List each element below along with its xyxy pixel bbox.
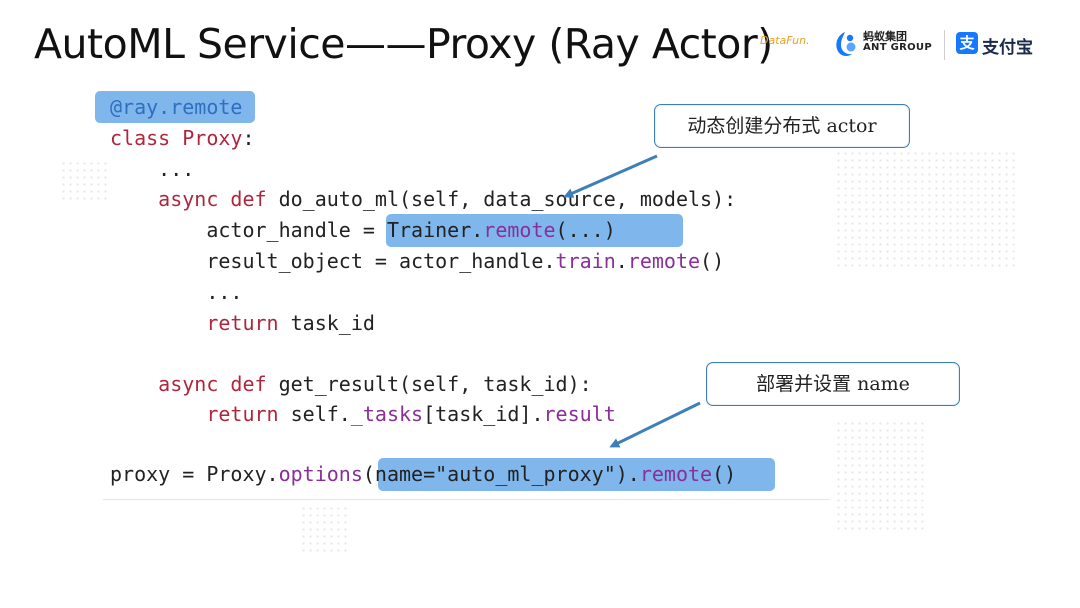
highlight-options-call xyxy=(378,458,775,491)
slide-title: AutoML Service——Proxy (Ray Actor) xyxy=(34,20,773,68)
code-token: options xyxy=(278,462,363,486)
code-token: remote xyxy=(627,249,701,273)
background-dots-right xyxy=(835,150,1015,270)
code-token: task_id xyxy=(278,311,375,335)
code-token: remote xyxy=(483,218,556,242)
arrow-to-options-call xyxy=(609,401,701,448)
ant-group-cn: 蚂蚁集团 xyxy=(863,30,907,43)
code-line: proxy = Proxy.options(name="auto_ml_prox… xyxy=(110,461,736,487)
ant-group-en: ANT GROUP xyxy=(863,42,932,53)
arrow-to-data-source xyxy=(563,154,658,198)
code-line: return self._tasks[task_id].result xyxy=(110,401,616,427)
code-token: result xyxy=(543,402,616,426)
code-token: return xyxy=(206,402,279,426)
code-token: Proxy xyxy=(182,126,243,150)
ant-group-icon xyxy=(836,32,856,57)
code-token: (...) xyxy=(555,218,616,242)
code-line: async def get_result(self, task_id): xyxy=(110,371,592,397)
code-line: @ray.remote xyxy=(110,94,242,120)
code-token: _tasks xyxy=(350,402,424,426)
code-line: return task_id xyxy=(110,310,375,336)
highlight-trainer-remote xyxy=(386,214,683,247)
background-dots-left xyxy=(60,160,110,200)
code-token: () xyxy=(700,249,725,273)
logo-divider xyxy=(944,30,945,60)
code-token: actor_handle = Trainer. xyxy=(110,218,484,242)
code-line: ... xyxy=(110,156,194,182)
logo-bar: DataFun. 蚂蚁集团 ANT GROUP 支 支付宝 xyxy=(760,26,1050,66)
code-token: @ray. xyxy=(110,95,171,119)
code-token: get_result(self, task_id): xyxy=(266,372,592,396)
code-token: remote xyxy=(170,95,243,119)
code-token: result_object = actor_handle. xyxy=(110,249,556,273)
datafun-logo: DataFun. xyxy=(760,34,810,47)
alipay-text: 支付宝 xyxy=(982,38,1033,58)
highlight-decorator xyxy=(95,91,255,123)
code-token: class xyxy=(110,126,183,150)
code-token: remote xyxy=(639,462,713,486)
code-line: async def do_auto_ml(self, data_source, … xyxy=(110,186,736,212)
code-line: actor_handle = Trainer.remote(...) xyxy=(110,217,616,243)
code-bottom-rule xyxy=(103,499,830,500)
code-line: class Proxy: xyxy=(110,125,255,151)
alipay-icon: 支 xyxy=(956,32,978,54)
code-token: () xyxy=(712,462,737,486)
code-token: async def xyxy=(158,372,267,396)
code-token: . xyxy=(615,249,628,273)
code-line: result_object = actor_handle.train.remot… xyxy=(110,248,724,274)
code-token: ... xyxy=(110,280,243,304)
code-token: async def xyxy=(158,187,267,211)
code-token: (name="auto_ml_proxy"). xyxy=(362,462,640,486)
background-dots-bottom xyxy=(300,505,350,555)
code-token: proxy = Proxy. xyxy=(110,462,279,486)
background-dots-right-lower xyxy=(835,420,925,530)
code-token: [task_id]. xyxy=(423,402,544,426)
code-token: do_auto_ml(self, data_source, models): xyxy=(266,187,737,211)
callout-dynamic-actor: 动态创建分布式 actor xyxy=(654,104,910,148)
code-token: ... xyxy=(110,157,195,181)
code-token: train xyxy=(555,249,616,273)
code-line: ... xyxy=(110,279,242,305)
code-token: return xyxy=(206,311,279,335)
code-token: : xyxy=(242,126,255,150)
code-token: self. xyxy=(278,402,351,426)
callout-deploy-name: 部署并设置 name xyxy=(706,362,960,406)
